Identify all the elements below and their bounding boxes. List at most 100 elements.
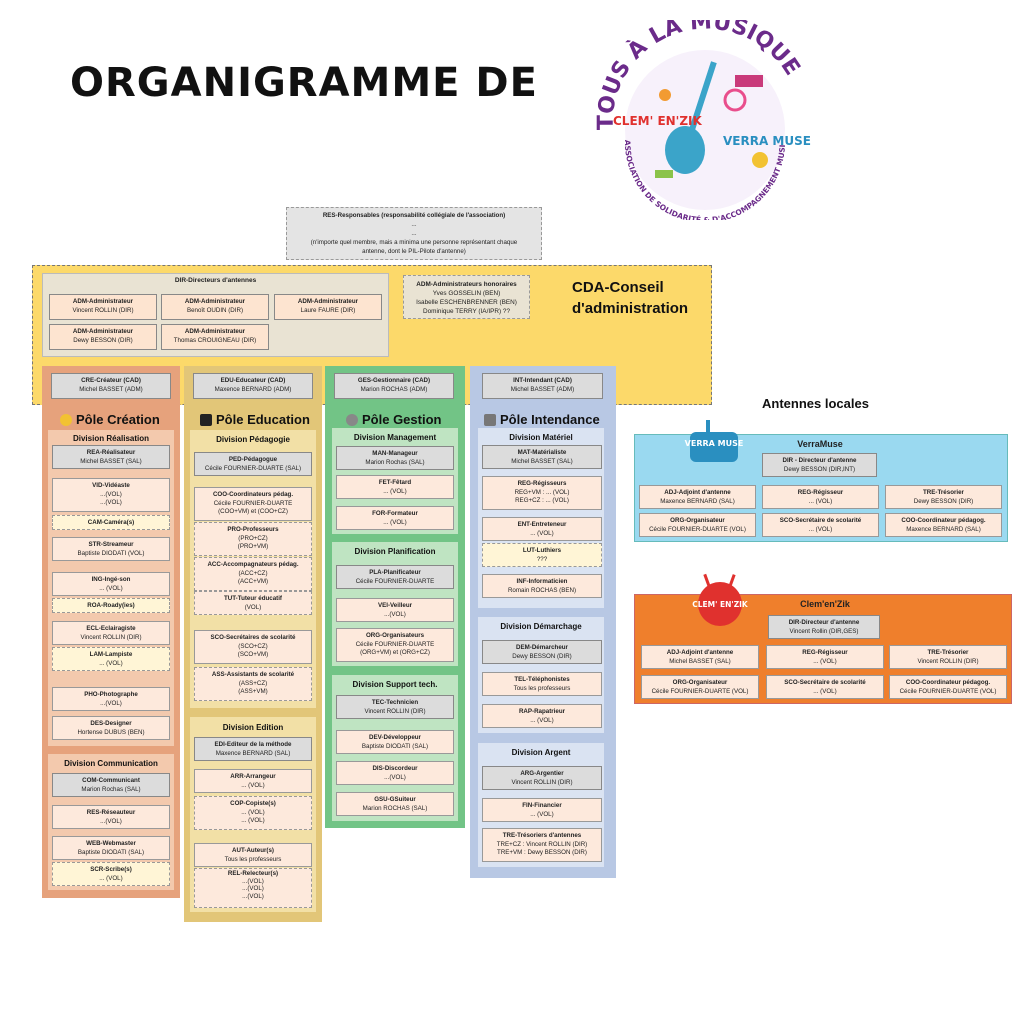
role-card: ASS-Assistants de scolarité(ASS+CZ)(ASS+…	[194, 667, 312, 701]
res-title: RES-Responsables (responsabilité collégi…	[322, 212, 506, 219]
role-card: PHO-Photographe...(VOL)	[52, 687, 170, 711]
card-name: (ASS+CZ)	[238, 679, 268, 687]
lead-card: CRE-Créateur (CAD) Michel BASSET (ADM)	[51, 373, 171, 399]
role-card: LAM-Lampiste... (VOL)	[52, 647, 170, 671]
role-card: CAM-Caméra(s)	[52, 515, 170, 530]
card-name: Maxence BERNARD (SAL)	[660, 497, 735, 505]
cda-title-line: CDA-Conseil	[572, 279, 664, 296]
page-title: ORGANIGRAMME DE	[70, 60, 538, 106]
card-role: TRE-Trésorier	[923, 489, 964, 496]
division-title: Division Matériel	[509, 433, 573, 442]
card-role: ORG-Organisateur	[670, 517, 725, 524]
card-name: ... (VOL)	[813, 657, 837, 665]
res-line: ...	[411, 221, 417, 228]
division-title: Division Pédagogie	[216, 435, 290, 444]
verramuse-logo-text: VERRA MUSE	[685, 439, 744, 448]
division-title: Division Argent	[511, 748, 571, 757]
antenne-role-card: COO-Coordinateur pédagog.Maxence BERNARD…	[885, 513, 1002, 537]
card-role: ADJ-Adjoint d'antenne	[666, 649, 734, 656]
role-card: ING-Ingé-son... (VOL)	[52, 572, 170, 596]
card-name: Vincent ROLLIN (DIR)	[364, 707, 426, 715]
card-name: Dewy BESSON (DIR)	[73, 336, 133, 344]
card-role: REG-Régisseur	[802, 649, 848, 656]
card-name: Cécile FOURNIER-DUARTE (VOL)	[649, 525, 746, 533]
card-name: Maxence BERNARD (SAL)	[215, 749, 291, 757]
card-name: ... (VOL)	[813, 687, 837, 695]
card-name: Baptiste DIODATI (SAL)	[361, 742, 429, 750]
card-name: ... (VOL)	[241, 817, 265, 824]
honorary-title: ADM-Administrateurs honoraires	[416, 281, 517, 288]
admin-card: ADM-Administrateur Benoît OUDIN (DIR)	[161, 294, 269, 320]
role-card: TUT-Tuteur éducatif(VOL)	[194, 591, 312, 615]
card-role: STR-Streameur	[88, 541, 134, 548]
card-role: INT-Intendant (CAD)	[513, 377, 572, 384]
card-role: WEB-Webmaster	[86, 840, 136, 847]
verramuse-logo: VERRA MUSE	[684, 418, 744, 468]
antenne-role-card: COO-Coordinateur pédagog.Cécile FOURNIER…	[889, 675, 1007, 699]
admin-card: ADM-Administrateur Thomas CROUIGNEAU (DI…	[161, 324, 269, 350]
card-role: LUT-Luthiers	[522, 547, 562, 554]
card-role: MAN-Manageur	[372, 450, 418, 457]
card-role: COP-Copiste(s)	[230, 800, 276, 807]
pole-title: Pôle Gestion	[362, 412, 442, 427]
card-name: Michel BASSET (ADM)	[510, 385, 575, 393]
role-card: RAP-Rapatrieur... (VOL)	[482, 704, 602, 728]
card-role: INF-Informaticien	[516, 578, 568, 585]
card-name: (VOL)	[244, 603, 262, 611]
antenne-role-card: REG-Régisseur... (VOL)	[762, 485, 879, 509]
card-role: COO-Coordinateur pédagog.	[905, 679, 991, 686]
card-name: (SCO+VM)	[237, 651, 269, 658]
role-card: FOR-Formateur... (VOL)	[336, 506, 454, 530]
card-name: ... (VOL)	[530, 810, 554, 818]
antenne-role-card: SCO-Secrétaire de scolarité... (VOL)	[762, 513, 879, 537]
card-role: SCO-Secrétaires de scolarité	[210, 634, 296, 641]
card-role: DES-Designer	[90, 720, 132, 727]
role-card: VEI-Veilleur...(VOL)	[336, 598, 454, 622]
card-name: REG+CZ : ... (VOL)	[515, 497, 569, 504]
role-card: SCR-Scribe(s)... (VOL)	[52, 862, 170, 886]
division-title: Division Réalisation	[72, 434, 150, 443]
card-name: Marion ROCHAS (ADM)	[360, 385, 428, 393]
honorary-name: Dominique TERRY (IA/IPR) ??	[422, 308, 511, 315]
admin-card: ADM-Administrateur Laure FAURE (DIR)	[274, 294, 382, 320]
role-card: FET-Fêtard... (VOL)	[336, 475, 454, 499]
card-name: Marion Rochas (SAL)	[81, 785, 141, 793]
card-name: ... (VOL)	[241, 808, 265, 816]
card-name: Cécile FOURNIER-DUARTE	[355, 577, 435, 585]
card-name: (PRO+VM)	[237, 543, 269, 550]
res-line: (n'importe quel membre, mais a minima un…	[310, 239, 518, 246]
card-name: ... (VOL)	[383, 487, 407, 495]
card-name: ... (VOL)	[383, 518, 407, 526]
card-role: GES-Gestionnaire (CAD)	[357, 377, 431, 384]
card-name: (COO+VM) et (COO+CZ)	[218, 508, 288, 515]
card-role: COM-Communicant	[82, 777, 140, 784]
division-title: Division Management	[353, 433, 437, 442]
card-name: Michel BASSET (SAL)	[669, 657, 731, 665]
card-role: VID-Vidéaste	[92, 482, 130, 489]
gear-icon	[346, 413, 358, 426]
antenne-name: VerraMuse	[797, 439, 843, 449]
card-name: (SCO+CZ)	[238, 642, 268, 650]
card-name: ...(VOL)	[100, 490, 122, 498]
dir-group-title: DIR-Directeurs d'antennes	[174, 277, 257, 284]
card-role: LAM-Lampiste	[89, 651, 133, 658]
pole-education-header: Pôle Education	[200, 412, 310, 427]
card-name: Cécile FOURNIER-DUARTE (VOL)	[899, 687, 997, 695]
card-name: ...(VOL)	[242, 892, 264, 900]
card-role: COO-Coordinateurs pédag.	[212, 491, 294, 498]
card-name: ...(VOL)	[242, 885, 264, 893]
card-name: ... (VOL)	[530, 529, 554, 537]
card-name: (ACC+VM)	[237, 578, 269, 585]
graduation-cap-icon	[200, 413, 212, 426]
card-name: ... (VOL)	[99, 874, 123, 882]
card-name: Cécile FOURNIER-DUARTE	[213, 499, 293, 507]
clemenzik-logo: CLEM' EN'ZIK	[690, 570, 750, 630]
card-name: REG+VM : ... (VOL)	[514, 488, 570, 496]
card-role: ADM-Administrateur	[184, 328, 246, 335]
card-name: ...(VOL)	[384, 610, 406, 618]
division-title: Division Planification	[354, 547, 436, 556]
